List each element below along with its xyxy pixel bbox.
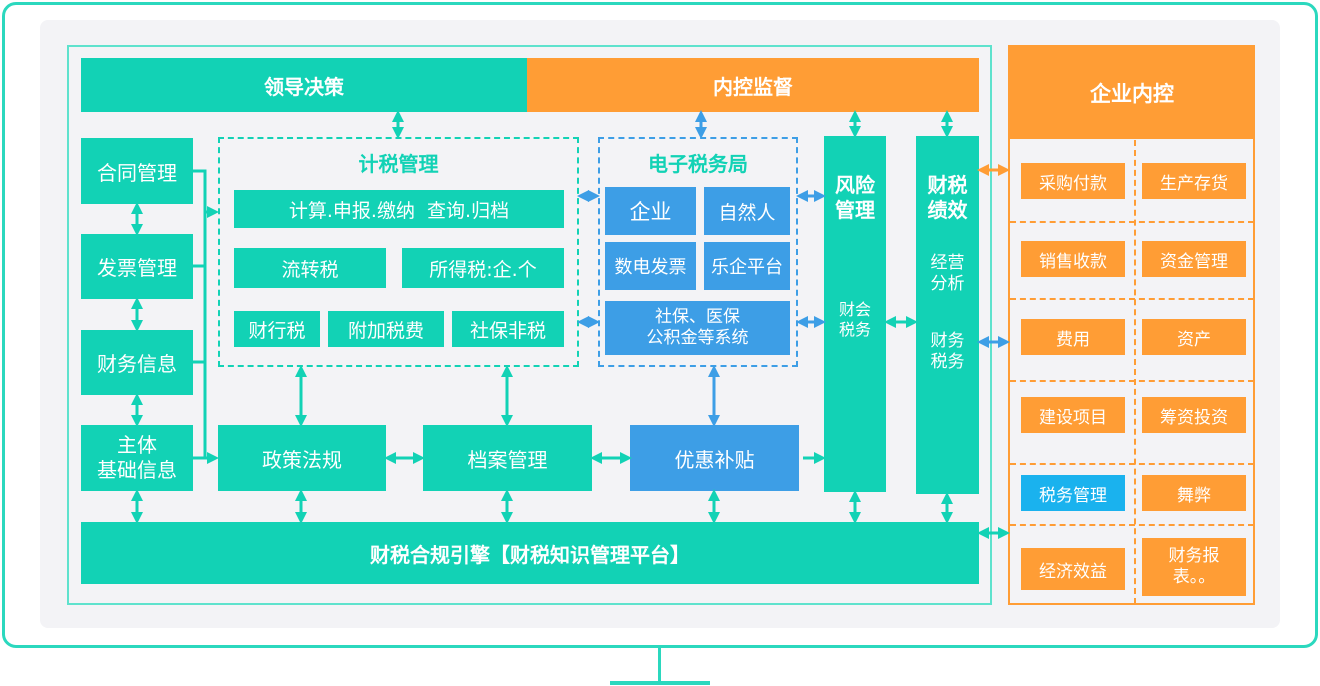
ic-item: 费用 [1021, 319, 1125, 355]
ic-item: 采购付款 [1021, 163, 1125, 199]
business-analysis-label: 经营 分析 [930, 252, 965, 294]
panel-divider-2 [1010, 298, 1254, 300]
financial-info-box: 财务信息 [81, 330, 193, 395]
natural-person-box: 自然人 [704, 187, 790, 235]
ic-item: 舞弊 [1142, 475, 1246, 511]
subsidy-box: 优惠补贴 [630, 425, 799, 491]
ic-item: 资金管理 [1142, 241, 1246, 277]
internal-control-title: 企业内控 [1010, 47, 1254, 139]
invoice-management-box: 发票管理 [81, 234, 193, 299]
ic-item-highlighted: 税务管理 [1021, 475, 1125, 511]
ic-item: 资产 [1142, 319, 1246, 355]
enterprise-box: 企业 [605, 187, 696, 235]
risk-management-column [824, 136, 886, 492]
policy-regulation-box: 政策法规 [218, 425, 386, 491]
main-system-frame [67, 45, 992, 605]
panel-vertical-divider [1134, 140, 1136, 604]
tax-performance-column [916, 136, 979, 494]
panel-divider-5 [1010, 524, 1254, 526]
ic-item: 经济效益 [1021, 548, 1125, 590]
internal-control-panel [1008, 45, 1255, 605]
archive-management-box: 档案管理 [423, 425, 592, 491]
monitor-frame [2, 2, 1318, 648]
finance-tax-label: 财务 税务 [930, 330, 965, 372]
social-security-box: 社保、医保 公积金等系统 [605, 301, 790, 355]
monitor-stand-base [610, 681, 710, 685]
risk-management-sub: 财会 税务 [838, 300, 871, 339]
panel-divider-3 [1010, 380, 1254, 382]
leadership-decision-bar: 领导决策 [81, 58, 527, 112]
panel-divider-4 [1010, 463, 1254, 465]
monitor-stand-neck [658, 648, 661, 682]
compliance-engine-bar: 财税合规引擎【财税知识管理平台】 [81, 522, 979, 584]
internal-supervision-bar: 内控监督 [527, 58, 979, 112]
flow-tax-box: 流转税 [234, 248, 386, 288]
income-tax-box: 所得税:企.个 [402, 248, 564, 288]
property-tax-box: 财行税 [234, 311, 320, 347]
contract-management-box: 合同管理 [81, 138, 193, 204]
tax-management-title: 计税管理 [358, 151, 439, 176]
leqi-platform-box: 乐企平台 [704, 242, 790, 290]
entity-basic-info-box: 主体 基础信息 [81, 425, 193, 491]
e-tax-bureau-title: 电子税务局 [648, 151, 748, 176]
tax-performance-title: 财税 绩效 [927, 173, 968, 222]
risk-management-title: 风险 管理 [835, 173, 875, 222]
ic-item: 筹资投资 [1142, 397, 1246, 433]
ic-item: 销售收款 [1021, 241, 1125, 277]
ic-item: 财务报 表。。 [1142, 538, 1246, 596]
surcharge-box: 附加税费 [328, 311, 444, 347]
ic-item: 建设项目 [1021, 397, 1125, 433]
ic-item: 生产存货 [1142, 163, 1246, 199]
social-nontax-box: 社保非税 [452, 311, 564, 347]
panel-divider-1 [1010, 221, 1254, 223]
calc-declare-pay-box: 计算.申报.缴纳 查询.归档 [234, 190, 564, 228]
digital-invoice-box: 数电发票 [605, 242, 696, 290]
